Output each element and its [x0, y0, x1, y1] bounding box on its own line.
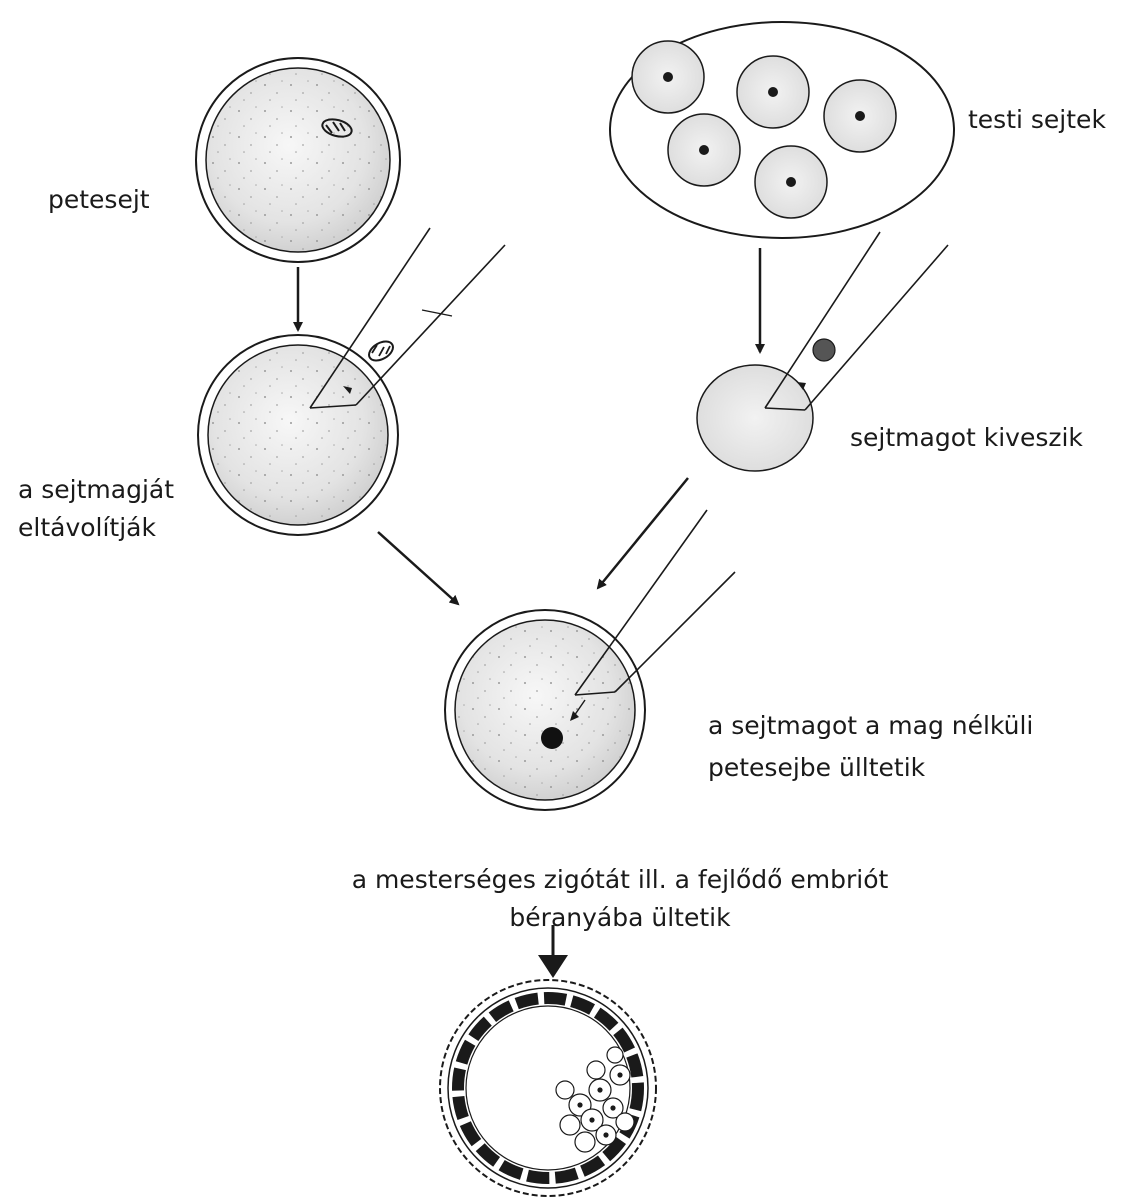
label-nucleus-taken-out: sejtmagot kiveszik	[850, 420, 1083, 456]
label-nucleus-removed-2: eltávolítják	[18, 510, 156, 546]
label-body-cells: testi sejtek	[968, 102, 1106, 138]
arrow-nucleus-to-merge	[598, 478, 688, 588]
enucleated-egg	[198, 335, 398, 535]
extracted-nucleus-icon	[813, 339, 835, 361]
donor-cell	[697, 365, 813, 471]
label-implanted-1: a sejtmagot a mag nélküli	[708, 708, 1033, 744]
somatic-cell	[668, 114, 740, 186]
label-implanted-2: petesejbe ülltetik	[708, 750, 925, 786]
blastocyst	[440, 980, 656, 1196]
egg-cell	[196, 58, 400, 262]
label-surrogate-2: béranyába ültetik	[300, 900, 940, 936]
arrow-enucleated-to-merge	[378, 532, 458, 604]
label-nucleus-removed-1: a sejtmagját	[18, 472, 174, 508]
somatic-cell	[632, 41, 704, 113]
somatic-cell	[755, 146, 827, 218]
label-surrogate-1: a mesterséges zigótát ill. a fejlődő emb…	[300, 862, 940, 898]
removed-nucleus-icon	[366, 338, 397, 365]
somatic-cell	[737, 56, 809, 128]
implanted-nucleus-icon	[541, 727, 563, 749]
somatic-cell	[824, 80, 896, 152]
label-egg-cell: petesejt	[48, 182, 150, 218]
body-cells-group	[610, 22, 954, 238]
